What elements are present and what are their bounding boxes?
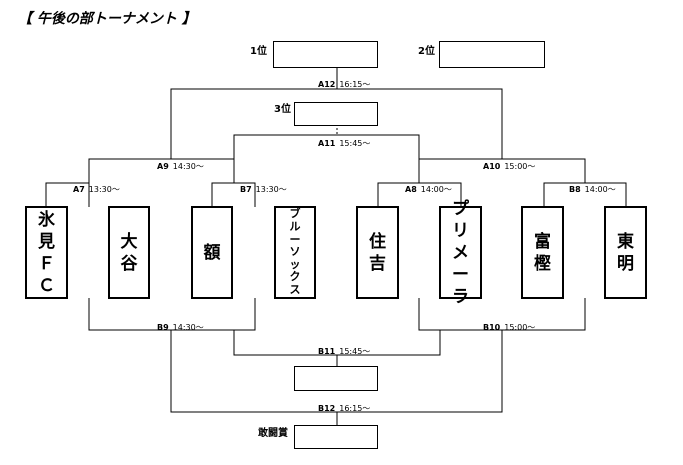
fighting-spirit-prize-box [294, 425, 378, 449]
page-title: 【 午後の部トーナメント 】 [18, 11, 196, 27]
team-box: 東明 [604, 206, 647, 299]
team-box: ブルーソックス [274, 206, 316, 299]
team-name: 氷見ＦＣ [38, 209, 55, 296]
second-place-box [439, 41, 545, 68]
team-box: 富樫 [521, 206, 564, 299]
team-box: 大谷 [108, 206, 150, 299]
lower-final-box [294, 366, 378, 391]
team-box: プリメーラ [439, 199, 482, 307]
second-place-label: 2位 [418, 46, 435, 57]
team-name: 大谷 [120, 231, 138, 274]
team-name: 住吉 [369, 231, 386, 274]
first-place-box [273, 41, 378, 68]
third-place-label: 3位 [274, 104, 291, 115]
team-name: プリメーラ [452, 198, 469, 307]
first-place-label: 1位 [250, 46, 267, 57]
team-name: 額 [203, 242, 221, 263]
fighting-spirit-prize-label: 敢闘賞 [258, 428, 288, 439]
team-box: 氷見ＦＣ [25, 206, 68, 299]
team-box: 住吉 [356, 206, 399, 299]
team-name: 富樫 [534, 231, 551, 274]
team-name: 東明 [617, 231, 634, 274]
team-box: 額 [191, 206, 233, 299]
third-place-box [294, 102, 378, 126]
team-name: ブルーソックス [289, 207, 301, 296]
